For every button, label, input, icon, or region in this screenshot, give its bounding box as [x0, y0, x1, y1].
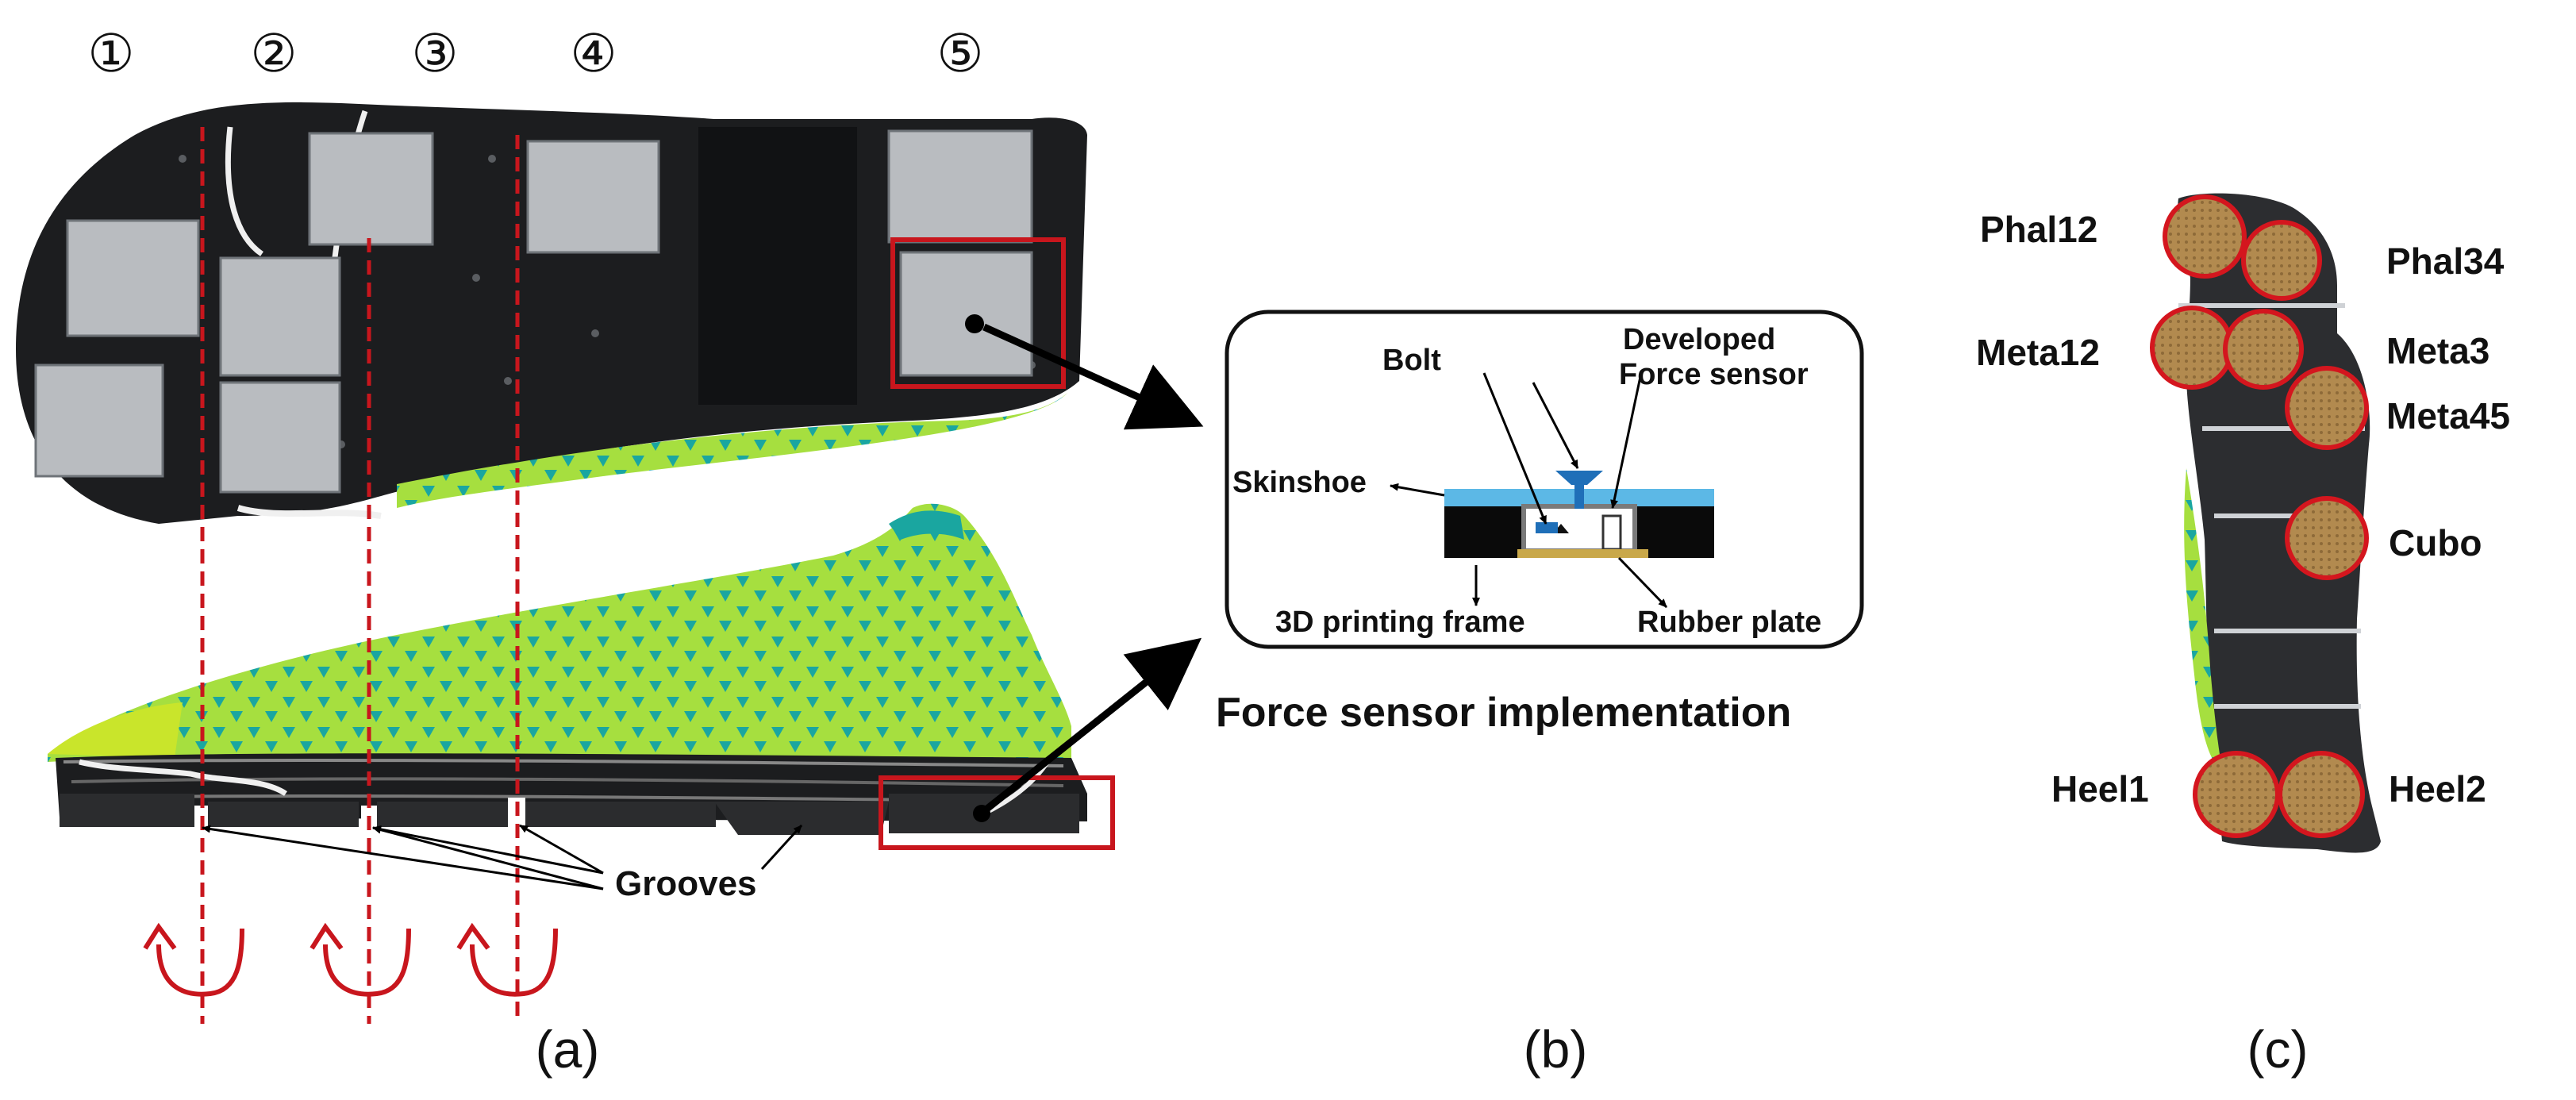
label-cubo: Cubo	[2389, 522, 2482, 563]
section-number-2: ②	[250, 24, 297, 83]
diagram-pointer-lines	[1390, 372, 1668, 609]
sensor-cross-section	[1444, 471, 1714, 558]
label-phal34: Phal34	[2386, 240, 2505, 282]
sensor-pads	[2150, 194, 2369, 838]
sensor-plate	[219, 381, 341, 494]
caption-a: (a)	[536, 1020, 600, 1079]
section-number-5: ⑤	[936, 24, 983, 83]
sensor-plate	[899, 251, 1033, 377]
sensor-pad-phal12	[2163, 194, 2247, 279]
label-phal12: Phal12	[1980, 209, 2097, 250]
skinshoe-label: Skinshoe	[1232, 466, 1367, 499]
developed-label-line1: Developed	[1623, 323, 1775, 356]
sensor-pad-heel2	[2278, 751, 2365, 838]
sensor-pad-meta45	[2285, 366, 2369, 450]
highlight-box-side	[879, 775, 1115, 850]
grooves-pointer-lines	[202, 824, 803, 890]
sensor-plate	[66, 219, 200, 337]
sensor-plate	[219, 256, 341, 377]
label-meta3: Meta3	[2386, 330, 2489, 371]
developed-label-line2: Force sensor	[1619, 358, 1809, 391]
callout-arrows	[982, 323, 1204, 814]
sensor-plate	[526, 140, 660, 254]
label-heel1: Heel1	[2051, 768, 2149, 810]
sensor-diagram-frame	[1225, 310, 1864, 649]
caption-b: (b)	[1524, 1020, 1588, 1079]
sensor-plate	[34, 363, 164, 478]
label-meta45: Meta45	[2386, 395, 2510, 437]
caption-c: (c)	[2247, 1020, 2309, 1079]
shoe-side-view	[48, 503, 1115, 850]
sensor-plate	[887, 129, 1033, 244]
section-number-3: ③	[411, 24, 458, 83]
label-heel2: Heel2	[2389, 768, 2486, 810]
panel-a: ① ② ③ ④ ⑤	[16, 24, 1204, 1079]
section-number-4: ④	[570, 24, 617, 83]
frame-label: 3D printing frame	[1275, 606, 1525, 639]
sensor-pad-meta12a	[2150, 306, 2234, 390]
panel-b-title: Force sensor implementation	[1216, 690, 1791, 736]
bolt-label: Bolt	[1382, 344, 1441, 377]
sensor-plate	[308, 132, 434, 246]
insole-top-view	[16, 102, 1087, 525]
highlight-box-top	[890, 237, 1066, 389]
grooves-label: Grooves	[615, 864, 757, 903]
panel-b: Bolt Developed Force sensor Skinshoe 3D …	[1216, 310, 1864, 1079]
rubber-label: Rubber plate	[1637, 606, 1821, 639]
bend-arrow-icon	[143, 922, 558, 997]
label-meta12: Meta12	[1976, 332, 2100, 373]
panel-c: Phal12 Phal34 Meta12 Meta3 Meta45 Cubo H…	[1976, 193, 2510, 1079]
section-number-1: ①	[87, 24, 134, 83]
sensor-pad-heel1	[2193, 751, 2280, 838]
sensor-pad-meta3	[2223, 309, 2304, 390]
sensor-pad-cubo	[2285, 496, 2369, 580]
sensor-pad-phal34	[2241, 220, 2322, 301]
